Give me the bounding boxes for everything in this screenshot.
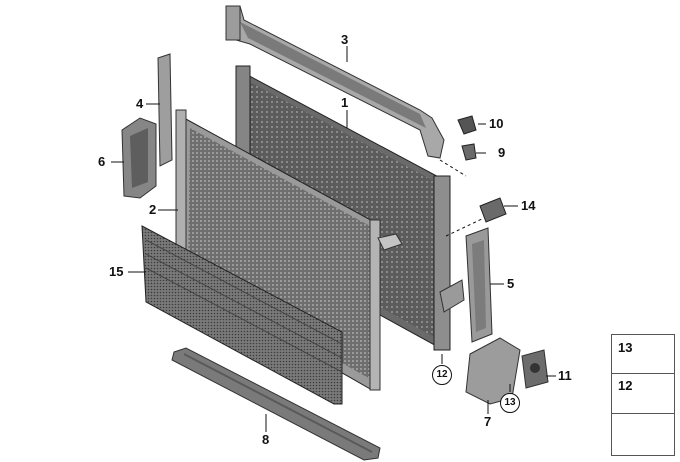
- circled-ref-13: 13: [500, 393, 520, 413]
- callout-6: 6: [98, 154, 106, 169]
- circled-ref-12: 12: [432, 365, 452, 385]
- callout-3: 3: [341, 32, 349, 47]
- clip-10: [457, 115, 477, 135]
- side-mount-bracket: [121, 117, 157, 199]
- legend-number-12: 12: [618, 378, 633, 393]
- callout-14: 14: [521, 198, 536, 213]
- callout-15: 15: [109, 264, 124, 279]
- callout-7: 7: [484, 414, 492, 429]
- fastener-legend: 13 12: [611, 334, 675, 456]
- callout-8: 8: [262, 432, 270, 447]
- clip-9: [461, 143, 477, 161]
- dashed-leader-lines: [439, 159, 485, 237]
- legend-row-12: 12: [612, 373, 674, 414]
- callout-5: 5: [507, 276, 515, 291]
- sensor-14: [479, 197, 507, 223]
- side-bracket-strip: [157, 53, 173, 167]
- callout-10: 10: [489, 116, 504, 131]
- right-air-duct: [465, 227, 493, 343]
- callout-2: 2: [149, 202, 157, 217]
- callout-4: 4: [136, 96, 144, 111]
- mount-11: [521, 349, 549, 389]
- callout-9: 9: [498, 145, 506, 160]
- condenser: [175, 109, 403, 391]
- legend-row-13: 13: [612, 335, 674, 374]
- leader-lines: [111, 46, 556, 432]
- callout-1: 1: [341, 95, 349, 110]
- lower-air-deflector: [171, 347, 381, 461]
- air-guide-grille: [141, 225, 343, 405]
- upper-carrier-bar: [225, 5, 445, 159]
- callout-11: 11: [558, 368, 572, 383]
- legend-number-13: 13: [618, 340, 633, 355]
